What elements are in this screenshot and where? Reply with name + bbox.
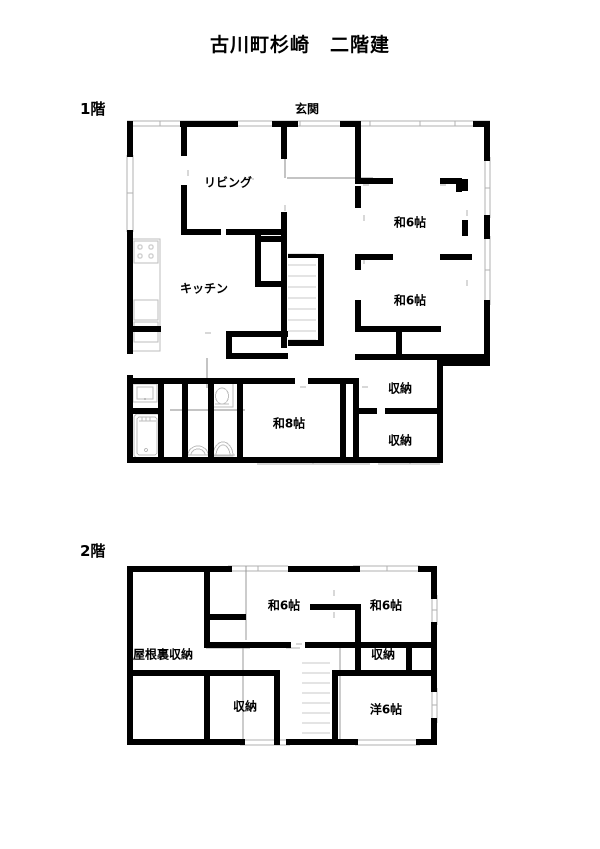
room-label-closet-lower: 収納: [387, 433, 413, 448]
room-label-washitsu-6b: 和6帖: [393, 293, 427, 308]
room-label-washitsu-8: 和8帖: [272, 416, 306, 431]
entrance-label: 玄関: [295, 102, 320, 116]
room-label-living: リビング: [203, 175, 253, 190]
room-label-f2-closet-center: 収納: [232, 699, 258, 714]
floor-1-label: 1階: [80, 100, 106, 118]
room-label-yoshitsu-6: 洋6帖: [369, 702, 403, 717]
floor-2-label: 2階: [80, 542, 106, 560]
room-label-f2-washitsu-6b: 和6帖: [369, 598, 403, 613]
room-label-washitsu-6a: 和6帖: [393, 215, 427, 230]
room-label-attic-storage: 屋根裏収納: [132, 647, 194, 662]
floor-1-plan: [126, 120, 491, 465]
room-label-f2-washitsu-6a: 和6帖: [267, 598, 301, 613]
room-label-closet-upper: 収納: [387, 381, 413, 396]
page-title: 古川町杉崎 二階建: [209, 34, 390, 56]
room-label-kitchen: キッチン: [179, 281, 229, 296]
room-label-f2-closet-right: 収納: [370, 647, 396, 662]
